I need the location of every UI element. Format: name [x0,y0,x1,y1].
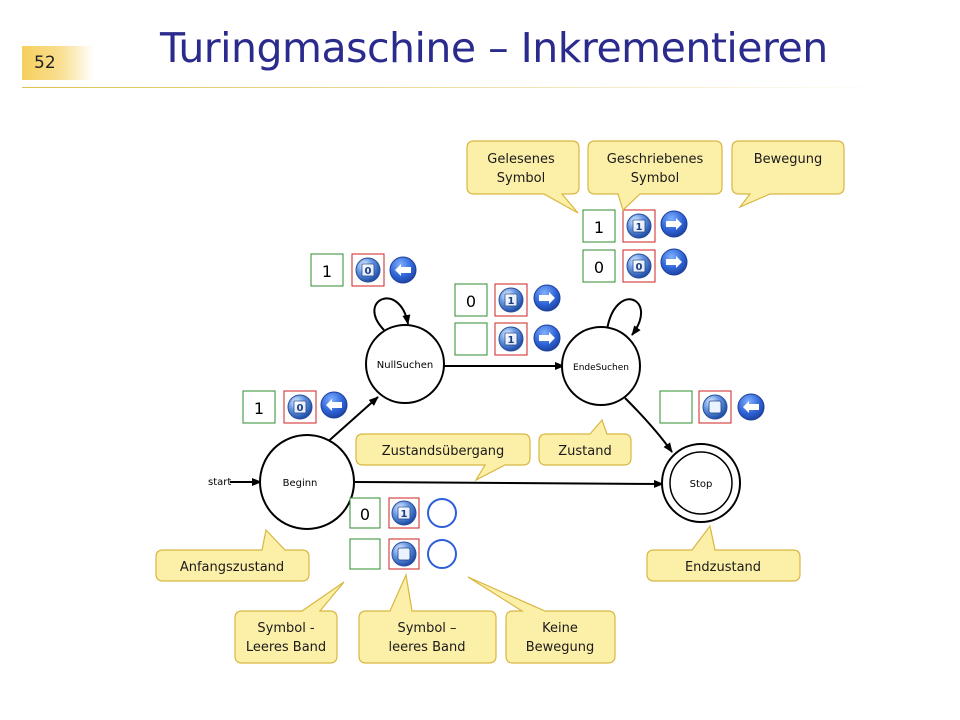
legend-transition-2 [349,538,457,570]
transition-6: 0 0 [582,248,688,283]
transition-7 [659,390,765,424]
callout-text-endzustand: Endzustand [685,560,761,575]
svg-text:1: 1 [508,296,515,307]
read-symbol: 0 [594,258,604,277]
write-0-icon: 0 [355,257,381,283]
arrow-right-icon [660,248,688,276]
state-label-beginn: Beginn [283,478,318,489]
callout-text-keine-bewegung-2: Bewegung [526,640,595,655]
slide-title: Turingmaschine – Inkrementieren [160,24,828,72]
read-symbol: 1 [254,399,264,418]
read-symbol-box [582,209,616,243]
write-1-icon: 1 [498,326,524,352]
svg-text:0: 0 [365,266,372,277]
write-0-icon: 0 [287,394,313,420]
callout-endzustand [646,524,801,582]
callout-text-bewegung: Bewegung [754,152,823,167]
read-symbol-box [310,253,344,287]
callout-text-symbol-leeres-band-1: Symbol - [257,621,315,636]
callout-text-symbol-leeres-band-b-1: Symbol – [397,621,456,636]
edge-endesuchen-stop [624,397,673,453]
callout-text-geschriebenes-2: Symbol [631,171,679,186]
read-symbol-box [454,283,488,317]
state-nullsuchen: NullSuchen [365,324,445,404]
svg-text:0: 0 [297,403,304,414]
read-symbol-box [454,322,488,356]
arrow-left-icon [737,393,765,421]
transition-5: 1 1 [582,209,688,243]
callout-bewegung [731,140,845,209]
read-symbol-box [582,249,616,283]
callout-text-keine-bewegung-1: Keine [542,621,578,636]
callout-text-anfangszustand: Anfangszustand [180,560,284,575]
arrow-left-icon [389,256,417,284]
state-label-stop: Stop [690,479,713,490]
callout-zustandsuebergang [355,433,531,482]
selfloop-nullsuchen [373,297,411,331]
state-beginn: Beginn [259,434,355,530]
start-label: start [208,477,231,488]
read-symbol: 0 [360,505,370,524]
callout-text-zustand: Zustand [558,444,611,459]
write-1-icon: 1 [498,287,524,313]
svg-text:1: 1 [401,509,408,520]
svg-text:1: 1 [508,335,515,346]
callout-text-symbol-leeres-band-b-2: leeres Band [389,640,466,655]
transition-2: 1 0 [242,390,348,424]
write-1-icon: 1 [391,500,417,526]
callout-text-geschriebenes-1: Geschriebenes [607,152,704,167]
edge-beginn-nullsuchen [322,396,379,447]
transition-3: 0 1 [454,283,561,317]
callout-texts: Gelesenes Symbol Geschriebenes Symbol Be… [180,152,822,655]
page-number-badge: 52 [22,46,94,80]
state-stop: Stop [661,443,741,523]
read-symbol-box [349,497,381,529]
blank-square-icon [391,541,417,567]
selfloop-endesuchen [606,298,643,336]
callout-geschriebenes-symbol [587,140,723,212]
state-label-endesuchen: EndeSuchen [573,363,629,373]
callout-text-gelesenes-2: Symbol [497,171,545,186]
circle-icon [427,539,457,569]
title-underline [22,87,892,88]
callout-text-symbol-leeres-band-2: Leeres Band [246,640,326,655]
edges [230,297,673,488]
edge-beginn-stop [354,479,664,488]
page-number: 52 [34,53,56,73]
callout-gelesenes-symbol [466,140,580,214]
read-symbol: 1 [594,218,604,237]
arrow-right-icon [533,324,561,352]
callout-symbol-leeres-band-2 [358,572,497,664]
state-endesuchen: EndeSuchen [561,326,641,406]
arrow-left-icon [320,391,348,419]
read-symbol: 1 [322,262,332,281]
write-1-icon: 1 [626,213,652,239]
callout-symbol-leeres-band [234,581,345,664]
circle-icon [427,498,457,528]
callouts [155,140,845,664]
read-symbol-box [349,538,381,570]
legend-transition-1: 0 1 [349,497,457,529]
svg-text:1: 1 [636,222,643,233]
transition-1: 1 0 [310,253,417,287]
transition-4: 1 [454,322,561,356]
callout-text-gelesenes-1: Gelesenes [487,152,555,167]
callout-zustand [538,418,632,466]
arrow-right-icon [533,284,561,312]
state-label-nullsuchen: NullSuchen [377,360,433,371]
write-0-icon: 0 [626,253,652,279]
read-symbol-box [659,390,693,424]
callout-keine-bewegung [467,576,616,664]
svg-text:0: 0 [636,262,643,273]
callout-anfangszustand [155,528,310,582]
blank-square-icon [702,394,728,420]
read-symbol: 0 [466,292,476,311]
callout-text-zustandsuebergang: Zustandsübergang [382,444,505,459]
read-symbol-box [242,390,276,424]
arrow-right-icon [660,210,688,238]
